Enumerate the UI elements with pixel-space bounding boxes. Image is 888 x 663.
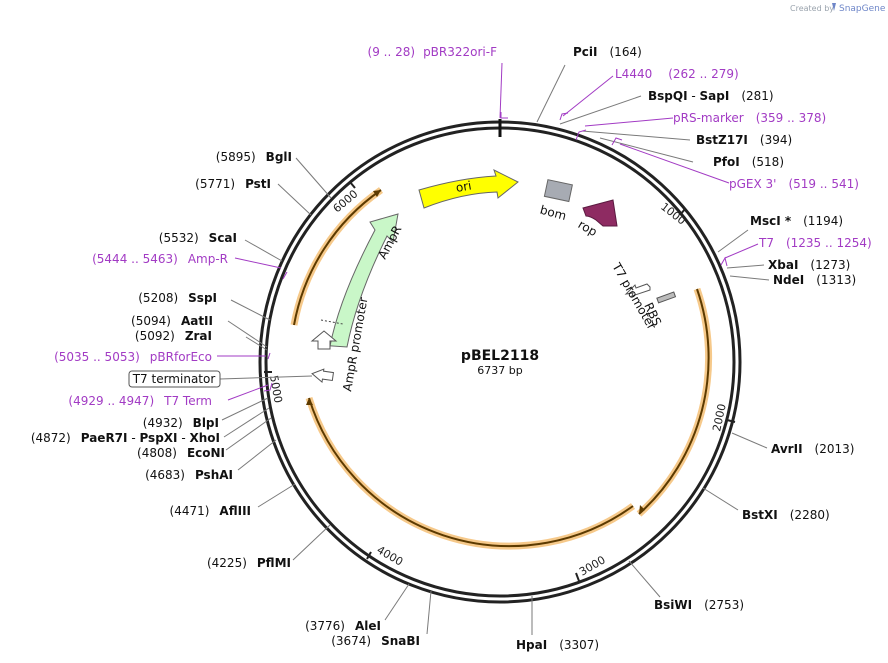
- snapgene-logo-icon: [832, 3, 836, 11]
- t7-terminator-box: [128, 370, 221, 388]
- scale-ticks: [264, 181, 736, 582]
- site-pflmi: (4225)PflMI: [207, 556, 291, 570]
- credit-prefix: Created by: [790, 4, 834, 13]
- t7-promoter-feature: [624, 283, 651, 297]
- site-blpi: (4932)BlpI: [143, 416, 219, 430]
- orf-arrowhead-2: [306, 398, 313, 405]
- orf-arrowhead-3: [373, 190, 381, 197]
- site-hpai: HpaI(3307): [516, 638, 599, 652]
- t7-terminator-label: T7 terminator: [132, 372, 216, 386]
- orf-arc-3: [293, 189, 382, 326]
- bom-label: bom: [539, 203, 568, 223]
- primer-t7-term: (4929 .. 4947)T7 Term: [68, 394, 212, 408]
- site-pcii: PciI(164): [573, 45, 642, 59]
- site-bspqi-sapi: BspQI - SapI(281): [648, 89, 774, 103]
- rbs-feature: [656, 291, 677, 304]
- primer-amp-r: (5444 .. 5463)Amp-R: [92, 252, 228, 266]
- site-ndei: NdeI(1313): [773, 273, 856, 287]
- site-econi: (4808)EcoNI: [137, 446, 225, 460]
- orf-arc-2: [308, 397, 634, 548]
- rop-feature: [582, 199, 618, 227]
- site-zrai: (5092)ZraI: [135, 329, 212, 343]
- ampr-promoter-feature: [310, 330, 338, 350]
- site-aatii: (5094)AatII: [131, 314, 213, 328]
- site-bstxi: BstXI(2280): [742, 508, 830, 522]
- plasmid-name: pBEL2118: [461, 348, 539, 364]
- primer-leader-lines: [217, 62, 759, 401]
- primer-pbr322ori-f: (9 .. 28)pBR322ori-F: [368, 45, 498, 59]
- t7-terminator-feature: [311, 368, 335, 384]
- orf-arc-halo-2: [305, 396, 636, 550]
- site-xbai: XbaI(1273): [768, 258, 850, 272]
- tick-2000: 2000: [710, 403, 729, 433]
- site-bsiwi: BsiWI(2753): [654, 598, 744, 612]
- site-msci: MscI *(1194): [750, 214, 843, 228]
- site-pshai: (4683)PshAI: [145, 468, 233, 482]
- site-pfoi: PfoI(518): [713, 155, 784, 169]
- site-psti: (5771)PstI: [195, 177, 271, 191]
- site-bgli: (5895)BglI: [216, 150, 292, 164]
- ampr-feature: [317, 213, 399, 348]
- site-aflIII: (4471)AflIII: [170, 504, 251, 518]
- primer-pbrforeco: (5035 .. 5053)pBRforEco: [54, 350, 212, 364]
- orf-arrowhead-1: [639, 505, 645, 514]
- site-snabi: (3674)SnaBI: [331, 634, 420, 648]
- tick-5000: 5000: [267, 374, 285, 404]
- site-bstz17i: BstZ17I(394): [696, 133, 792, 147]
- tick-4000: 4000: [375, 543, 406, 568]
- orf-arc-1: [638, 288, 710, 515]
- primer-prs-marker: pRS-marker(359 .. 378): [673, 111, 826, 125]
- ori-label: ori: [455, 178, 473, 194]
- primer-pgex-3: pGEX 3'(519 .. 541): [729, 177, 859, 191]
- site-paer7i-pspxi-xhoi: (4872)PaeR7I - PspXI - XhoI: [31, 431, 220, 445]
- tick-3000: 3000: [577, 553, 608, 578]
- site-scai: (5532)ScaI: [159, 231, 237, 245]
- site-leader-lines: [221, 64, 770, 635]
- primer-l4440: L4440(262 .. 279): [615, 67, 739, 81]
- primer-t7: T7(1235 .. 1254): [758, 236, 872, 250]
- plasmid-size: 6737 bp: [477, 364, 522, 377]
- bom-feature: [543, 179, 573, 203]
- site-sspi: (5208)SspI: [138, 291, 217, 305]
- t7-terminator-leader: [219, 375, 313, 380]
- site-avrii: AvrII(2013): [771, 442, 854, 456]
- site-alei: (3776)AleI: [305, 619, 381, 633]
- ori-feature: [418, 169, 519, 209]
- credit-brand: SnapGene: [839, 4, 886, 14]
